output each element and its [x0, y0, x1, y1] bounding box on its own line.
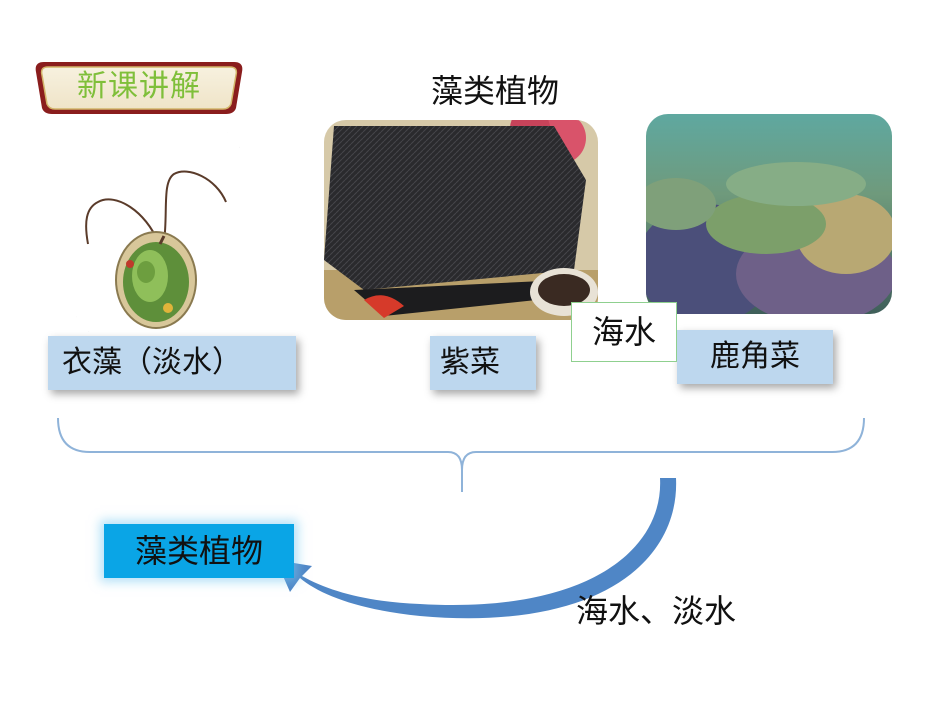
section-badge: 新课讲解 [30, 58, 248, 116]
grouping-bracket [57, 417, 865, 492]
caption-nori: 紫菜 [430, 336, 536, 390]
nori-image [324, 120, 598, 320]
coral-seaweed-image [646, 114, 892, 314]
habitat-label: 海水、淡水 [576, 592, 737, 630]
chlamydomonas-image [76, 132, 240, 332]
caption-chlamydomonas: 衣藻（淡水） [48, 336, 296, 390]
badge-frame-icon [35, 62, 243, 114]
caption-hornwort: 鹿角菜 [677, 330, 833, 384]
seawater-label: 海水 [571, 302, 677, 362]
badge-label: 新课讲解 [77, 69, 201, 104]
category-box: 藻类植物 [104, 524, 294, 578]
page-title: 藻类植物 [430, 72, 559, 110]
